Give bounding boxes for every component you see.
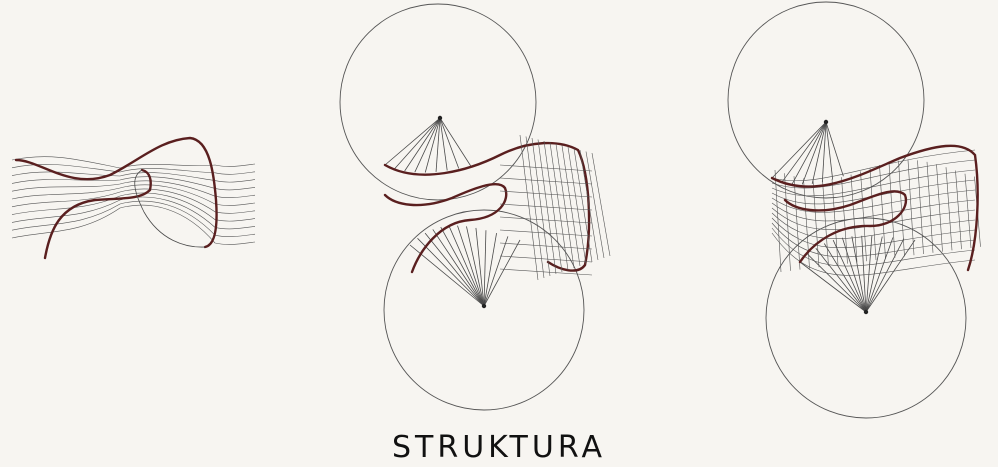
lower-circle xyxy=(384,210,584,410)
fan-ray xyxy=(792,122,826,184)
upper-circle xyxy=(340,4,536,200)
fan-ray xyxy=(433,229,484,306)
cross-stroke xyxy=(500,165,592,171)
fan-ray xyxy=(441,227,484,306)
fan-ray xyxy=(772,122,826,178)
grid-vertical xyxy=(937,164,943,251)
panel-radial-fans xyxy=(340,4,610,410)
fan-ray xyxy=(385,118,440,165)
fan-ray xyxy=(826,122,833,180)
fan-center xyxy=(438,116,442,120)
grid-horizontal xyxy=(772,223,975,257)
grid-vertical xyxy=(861,171,867,261)
fan-center xyxy=(482,304,486,308)
cross-stroke xyxy=(500,217,592,223)
fan-ray xyxy=(826,122,843,176)
flow-line xyxy=(12,197,255,229)
grid-vertical xyxy=(813,180,819,267)
cross-stroke xyxy=(500,204,592,210)
cross-stroke xyxy=(500,191,592,197)
upper-contour xyxy=(16,138,217,247)
grid-vertical xyxy=(889,162,895,257)
fan-ray xyxy=(418,238,484,306)
panel-grid-structure xyxy=(728,2,981,418)
cross-stroke xyxy=(500,230,592,236)
fan-ray xyxy=(866,240,915,312)
flow-line xyxy=(12,201,255,237)
caption-struktura: STRUKTURA xyxy=(0,430,998,465)
flow-line xyxy=(12,177,255,190)
fan-ray xyxy=(405,118,440,171)
grid-vertical xyxy=(823,180,829,266)
panel-flow-lines xyxy=(12,138,255,258)
upper-circle xyxy=(728,2,924,198)
fan-ray xyxy=(440,118,447,170)
fan-ray xyxy=(449,226,484,306)
inner-loop xyxy=(135,170,205,247)
fan-ray xyxy=(808,254,866,312)
grid-vertical xyxy=(946,167,952,250)
fan-ray xyxy=(425,233,484,306)
fan-ray xyxy=(484,236,508,306)
lower-circle xyxy=(766,218,966,418)
grid-vertical xyxy=(956,171,962,250)
grid-horizontal xyxy=(772,233,975,275)
fan-center xyxy=(864,310,868,314)
cross-stroke xyxy=(500,178,592,184)
grid-vertical xyxy=(908,160,914,255)
fan-center xyxy=(824,120,828,124)
cross-stroke xyxy=(500,256,592,262)
